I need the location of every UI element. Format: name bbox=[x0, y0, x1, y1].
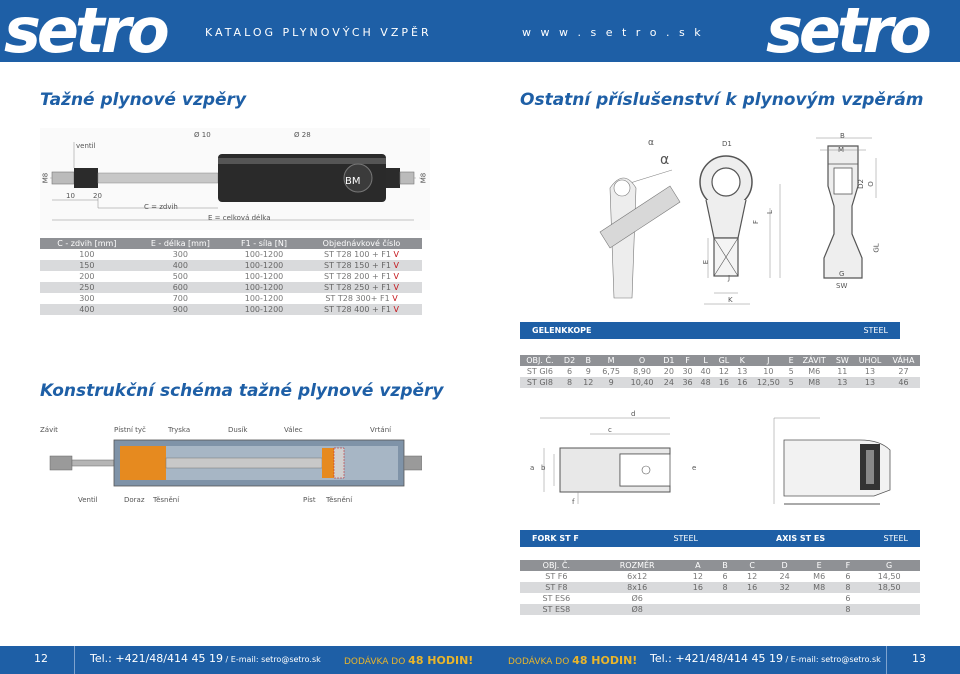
fork-bar: FORK ST F STEEL bbox=[520, 530, 710, 547]
delivery-left: DODÁVKA DO 48 HODIN! bbox=[344, 654, 474, 667]
label-alpha2: α bbox=[660, 152, 670, 168]
schema-label-doraz: Doraz bbox=[124, 496, 145, 504]
schema-label-pist: Píst bbox=[303, 496, 316, 504]
catalog-title: KATALOG PLYNOVÝCH VZPĚR bbox=[205, 26, 432, 39]
schema-label-zavit: Závit bbox=[40, 426, 58, 434]
fork-label-b: b bbox=[541, 464, 546, 472]
label-g: G bbox=[839, 270, 845, 278]
website-link[interactable]: w w w . s e t r o . s k bbox=[522, 26, 704, 39]
schema-label-tesneni1: Těsnění bbox=[153, 496, 180, 504]
label-l: L bbox=[765, 210, 774, 214]
schema-label-tryska: Tryska bbox=[168, 426, 191, 434]
col-f1-sila: F1 - síla [N] bbox=[227, 238, 302, 249]
bm-mark: BM bbox=[345, 176, 361, 187]
label-m: M bbox=[838, 146, 845, 154]
col-order-code: Objednávkové číslo bbox=[301, 238, 422, 249]
label-b: B bbox=[840, 132, 845, 140]
footer-divider bbox=[886, 646, 887, 674]
fork-material: STEEL bbox=[673, 534, 698, 543]
label-alpha1: α bbox=[648, 138, 654, 148]
axis-title: AXIS ST ES bbox=[776, 534, 826, 543]
schema-label-dusik: Dusík bbox=[228, 426, 248, 434]
gelenkkope-title: GELENKKOPE bbox=[532, 326, 592, 335]
label-e: E bbox=[702, 259, 711, 265]
label-ventil: ventil bbox=[76, 142, 96, 150]
gelenkkope-bar: GELENKKOPE STEEL bbox=[520, 322, 900, 339]
axis-material: STEEL bbox=[883, 534, 908, 543]
label-dim10: 10 bbox=[66, 192, 75, 200]
fork-label-e: e bbox=[692, 464, 697, 472]
schema-label-ventil: Ventil bbox=[78, 496, 98, 504]
label-d2: D2 bbox=[856, 179, 865, 189]
label-k: K bbox=[728, 296, 733, 304]
label-j: J bbox=[728, 274, 731, 282]
axis-bar: AXIS ST ES STEEL bbox=[710, 530, 920, 547]
page-number-left: 12 bbox=[34, 652, 48, 665]
left-section-title: Tažné plynové vzpěry bbox=[40, 90, 247, 110]
label-m8-right: M8 bbox=[419, 172, 428, 184]
phone-left: Tel.: +421/48/414 45 19 bbox=[90, 652, 223, 665]
email-right[interactable]: / E-mail: setro@setro.sk bbox=[782, 655, 881, 664]
label-c-zdvih: C = zdvih bbox=[144, 203, 178, 211]
delivery-right: DODÁVKA DO 48 HODIN! bbox=[508, 654, 638, 667]
label-dim20: 20 bbox=[93, 192, 102, 200]
schema-label-vrtani: Vrtání bbox=[370, 426, 392, 434]
rod-end-drawing bbox=[599, 137, 877, 305]
schema-label-tesneni2: Těsnění bbox=[326, 496, 353, 504]
fork-label-d: d bbox=[631, 410, 636, 418]
label-o: O bbox=[866, 181, 875, 187]
fork-axis-drawing bbox=[540, 417, 891, 505]
fork-label-c: c bbox=[608, 426, 612, 434]
label-d1: D1 bbox=[722, 140, 732, 148]
label-f: F bbox=[752, 219, 761, 225]
gelenkkope-material: STEEL bbox=[863, 326, 888, 335]
email-left[interactable]: / E-mail: setro@setro.sk bbox=[222, 655, 321, 664]
page-number-right: 13 bbox=[912, 652, 926, 665]
col-c-zdvih: C - zdvih [mm] bbox=[40, 238, 134, 249]
right-section-title: Ostatní příslušenství k plynovým vzpěrám bbox=[520, 90, 924, 110]
schema-label-valec: Válec bbox=[284, 426, 303, 434]
contact-left: Tel.: +421/48/414 45 19 / E-mail: setro@… bbox=[90, 652, 321, 665]
gas-strut-drawing bbox=[40, 128, 430, 230]
phone-right: Tel.: +421/48/414 45 19 bbox=[650, 652, 783, 665]
label-d28: Ø 28 bbox=[294, 131, 311, 139]
header-band: setro KATALOG PLYNOVÝCH VZPĚR w w w . s … bbox=[0, 0, 960, 62]
construction-schema-drawing bbox=[49, 439, 422, 487]
footer-band bbox=[0, 646, 960, 674]
label-gl: GL bbox=[872, 243, 881, 253]
strut-spec-table: C - zdvih [mm] E - délka [mm] F1 - síla … bbox=[40, 238, 422, 315]
fork-label-f: f bbox=[572, 498, 575, 506]
gelenkkope-table: OBJ. Č. D2 B M O D1 F L GL K J E ZÁVIT S… bbox=[520, 355, 920, 388]
label-e-delka: E = celková délka bbox=[208, 214, 271, 222]
contact-right: Tel.: +421/48/414 45 19 / E-mail: setro@… bbox=[650, 652, 881, 665]
label-d10: Ø 10 bbox=[194, 131, 211, 139]
footer-divider bbox=[74, 646, 75, 674]
setro-logo-left: setro bbox=[4, 0, 170, 62]
schema-title: Konstrukční schéma tažné plynové vzpěry bbox=[40, 381, 444, 401]
schema-label-pistni-tyc: Pístní tyč bbox=[114, 426, 146, 434]
label-sw: SW bbox=[836, 282, 848, 290]
col-e-delka: E - délka [mm] bbox=[133, 238, 228, 249]
label-m8-left: M8 bbox=[41, 172, 50, 184]
fork-title: FORK ST F bbox=[532, 534, 579, 543]
setro-logo-right: setro bbox=[766, 0, 932, 62]
fork-label-a: a bbox=[530, 464, 535, 472]
